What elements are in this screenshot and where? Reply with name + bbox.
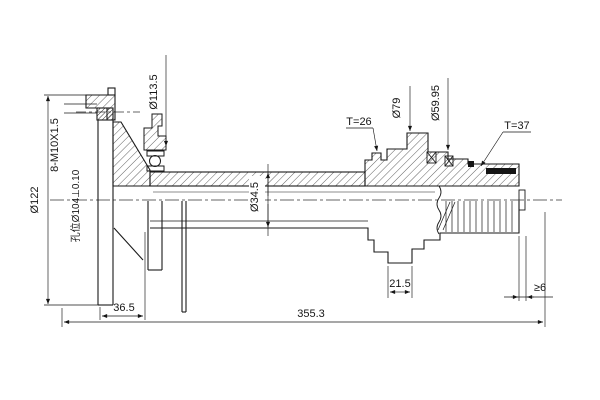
label-total-length: 355.3 xyxy=(297,308,325,320)
ring-element-2 xyxy=(444,155,454,167)
flange-rim-notch xyxy=(107,87,116,96)
bearing-ball xyxy=(149,155,161,167)
dim-shaft-diameter: Ø34.5 xyxy=(249,164,271,236)
label-bolt-spec: 8-M10X1.5 xyxy=(49,118,61,172)
dim-diameter-59-95: Ø59.95 xyxy=(430,78,451,151)
right-shaft-section xyxy=(364,132,520,187)
ring-element-1-x2 xyxy=(426,151,437,164)
end-pilot-stub xyxy=(518,189,526,211)
spline-runout-wave xyxy=(436,185,442,235)
label-diameter-59-95: Ø59.95 xyxy=(430,85,442,121)
label-diameter-79: Ø79 xyxy=(391,98,403,119)
bearing-race-bottom xyxy=(146,165,165,172)
label-flange-diameter: Ø122 xyxy=(29,187,41,214)
stepped-wall-section xyxy=(364,132,520,187)
dim-total-length: 355.3 xyxy=(61,212,546,327)
ring-element-1 xyxy=(426,151,437,164)
label-step-width: 21.5 xyxy=(389,278,410,290)
spline-lines xyxy=(437,201,513,232)
dim-flange-diameter: Ø122 xyxy=(29,94,100,306)
dimensions: Ø122 8-M10X1.5 孔位Ø104⊥0.10 Ø113.5 Ø34.5 … xyxy=(29,55,553,327)
label-depth-t26: T=26 xyxy=(346,116,371,128)
dim-depth-t26: T=26 xyxy=(346,116,379,152)
dim-min-clearance: ≥6 xyxy=(504,236,553,301)
leader-line xyxy=(480,131,504,167)
label-flange-offset: 36.5 xyxy=(113,302,134,314)
dim-flange-offset: 36.5 xyxy=(99,232,146,320)
spline-runout-line xyxy=(437,201,451,231)
label-depth-t37: T=37 xyxy=(504,120,529,132)
dim-diameter-79: Ø79 xyxy=(391,86,413,132)
lower-profile xyxy=(113,185,526,313)
label-min-clearance: ≥6 xyxy=(534,282,546,294)
bearing-detail xyxy=(143,113,167,172)
dust-shield-section xyxy=(143,113,167,151)
leader-line xyxy=(372,127,379,152)
dim-shield-diameter: Ø113.5 xyxy=(148,55,169,147)
spline-runout-line xyxy=(442,201,456,231)
ring-elements xyxy=(426,151,454,167)
dim-depth-t37: T=37 xyxy=(480,120,531,167)
label-shaft-diameter: Ø34.5 xyxy=(249,182,261,212)
label-shield-diameter: Ø113.5 xyxy=(148,74,160,109)
dim-step-width: 21.5 xyxy=(387,266,413,298)
bolt-hole-section xyxy=(96,107,114,121)
ring-element-2-x2 xyxy=(444,155,454,167)
seal-nub xyxy=(468,161,474,167)
cone-silhouette xyxy=(113,227,144,261)
seal-band xyxy=(486,168,516,174)
label-bolt-circle-position: 孔位Ø104⊥0.10 xyxy=(69,169,82,242)
lower-step-profile xyxy=(150,201,520,264)
label-backing xyxy=(249,176,265,218)
